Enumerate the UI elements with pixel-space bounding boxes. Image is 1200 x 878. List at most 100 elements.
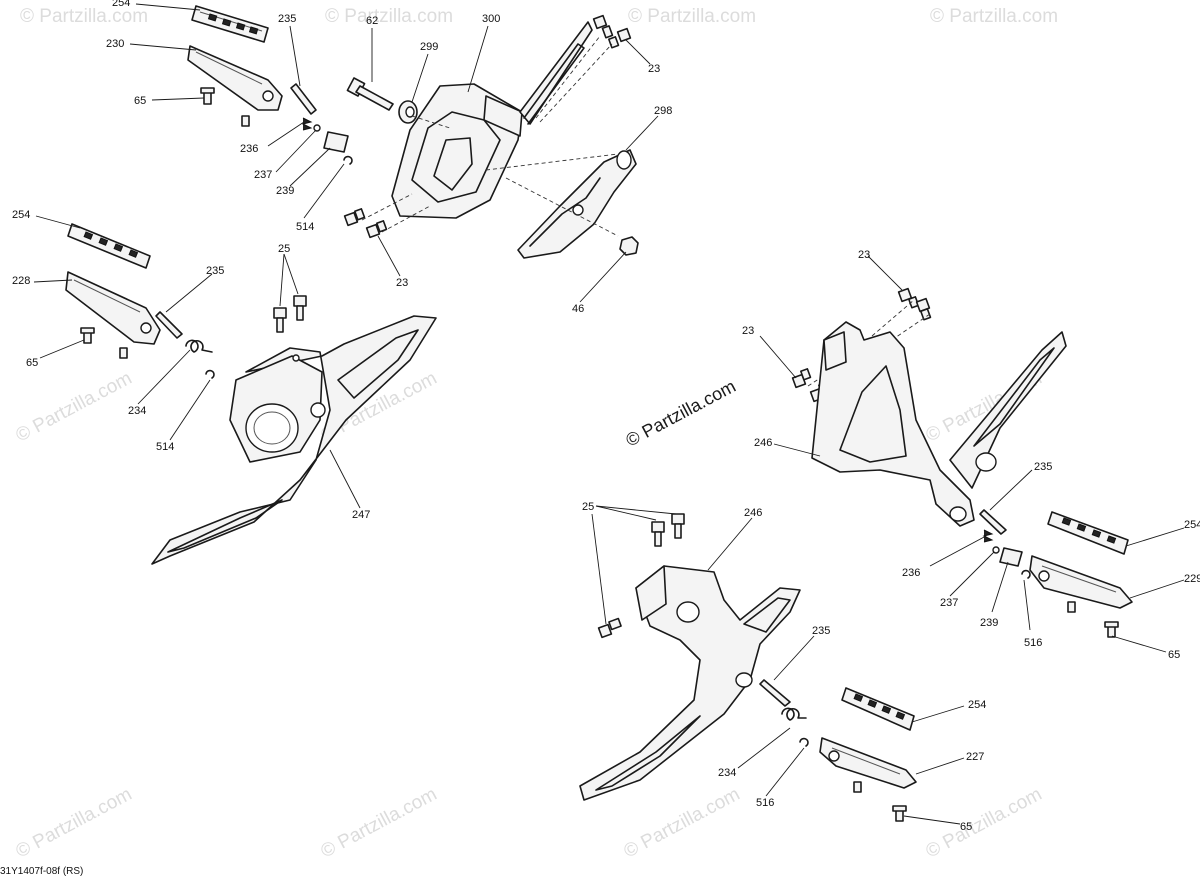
bolt	[1104, 621, 1119, 638]
callout-239: 239	[980, 617, 998, 629]
callout-234: 234	[128, 405, 146, 417]
watermark-text: © Partzilla.com	[325, 6, 453, 27]
watermark-text: © Partzilla.com	[12, 368, 135, 447]
footpeg-bracket	[579, 565, 801, 801]
callout-514: 514	[296, 221, 314, 233]
callout-labels: 254 230 65 235 236 237 239 514 62 299 30…	[12, 0, 1200, 833]
callout-23: 23	[858, 249, 870, 261]
footpeg-assembly-top-left	[187, 5, 639, 259]
drawing-code: 31Y1407f-08f (RS)	[0, 866, 83, 877]
footpeg	[65, 271, 161, 345]
callout-236: 236	[240, 143, 258, 155]
retaining-clip	[205, 369, 215, 379]
callout-299: 299	[420, 41, 438, 53]
nut	[853, 781, 862, 793]
footpeg-bracket	[811, 321, 1067, 527]
callout-246: 246	[754, 437, 772, 449]
callout-65: 65	[960, 821, 972, 833]
flange-nut	[619, 236, 639, 256]
callout-229: 229	[1184, 573, 1200, 585]
watermark-text: © Partzilla.com	[922, 784, 1045, 863]
callout-237: 237	[254, 169, 272, 181]
callout-23: 23	[396, 277, 408, 289]
nut	[1067, 601, 1076, 613]
footpeg	[1029, 555, 1133, 609]
spring	[301, 117, 313, 131]
callout-235: 235	[1034, 461, 1052, 473]
center-watermark: © Partzilla.com	[622, 376, 738, 451]
footpeg-assembly-right-upper	[791, 287, 1133, 638]
washer	[992, 546, 1000, 554]
bolt	[892, 805, 907, 822]
bolt-pair	[343, 208, 388, 239]
nut	[119, 347, 128, 359]
watermark-text: © Partzilla.com	[628, 6, 756, 27]
bolt-pair	[273, 295, 307, 333]
heel-guard-bracket	[391, 21, 593, 219]
callout-237: 237	[940, 597, 958, 609]
callout-23: 23	[648, 63, 660, 75]
callout-65: 65	[134, 95, 146, 107]
callout-62: 62	[366, 15, 378, 27]
bolt-pair	[597, 513, 685, 639]
pivot-pin	[290, 83, 317, 115]
retaining-clip	[343, 155, 353, 165]
plate	[323, 131, 349, 153]
callout-516: 516	[756, 797, 774, 809]
footpeg-pad	[67, 223, 151, 269]
callout-239: 239	[276, 185, 294, 197]
watermark-text: © Partzilla.com	[317, 784, 440, 863]
footpeg-pad	[1047, 511, 1129, 555]
watermark-text: © Partzilla.com	[20, 6, 148, 27]
bushing	[398, 100, 418, 124]
torsion-spring	[185, 339, 213, 353]
bolt	[80, 327, 95, 344]
long-bolt	[346, 77, 394, 111]
watermark-text: © Partzilla.com	[12, 784, 135, 863]
callout-227: 227	[966, 751, 984, 763]
bolt-pair	[592, 14, 632, 49]
spring	[982, 529, 994, 543]
callout-228: 228	[12, 275, 30, 287]
callout-23: 23	[742, 325, 754, 337]
pivot-pin	[979, 509, 1007, 535]
torsion-spring	[781, 707, 807, 721]
footpeg-bracket	[151, 315, 437, 565]
callout-254: 254	[1184, 519, 1200, 531]
callout-235: 235	[206, 265, 224, 277]
callout-25: 25	[582, 501, 594, 513]
pivot-pin	[759, 679, 791, 707]
callout-246: 246	[744, 507, 762, 519]
retaining-clip	[1021, 569, 1031, 579]
bolt	[200, 87, 215, 105]
plate	[999, 547, 1023, 567]
callout-254: 254	[112, 0, 130, 9]
callout-65: 65	[1168, 649, 1180, 661]
callout-298: 298	[654, 105, 672, 117]
heel-guard	[517, 149, 637, 259]
callout-65: 65	[26, 357, 38, 369]
footpeg	[187, 45, 283, 111]
watermark-text: © Partzilla.com	[930, 6, 1058, 27]
footpeg	[819, 737, 917, 789]
footpeg-pad	[841, 687, 915, 731]
bolt-pair	[897, 287, 932, 321]
callout-46: 46	[572, 303, 584, 315]
callout-236: 236	[902, 567, 920, 579]
callout-516: 516	[1024, 637, 1042, 649]
pivot-pin	[155, 311, 183, 339]
watermark-text: © Partzilla.com	[620, 784, 743, 863]
nut	[241, 115, 250, 127]
leader-lines	[33, 3, 1185, 825]
callout-254: 254	[12, 209, 30, 221]
callout-514: 514	[156, 441, 174, 453]
callout-247: 247	[352, 509, 370, 521]
callout-235: 235	[812, 625, 830, 637]
callout-25: 25	[278, 243, 290, 255]
footpeg-pad	[191, 5, 269, 43]
washer	[313, 124, 321, 132]
retaining-clip	[799, 737, 809, 747]
callout-300: 300	[482, 13, 500, 25]
callout-234: 234	[718, 767, 736, 779]
